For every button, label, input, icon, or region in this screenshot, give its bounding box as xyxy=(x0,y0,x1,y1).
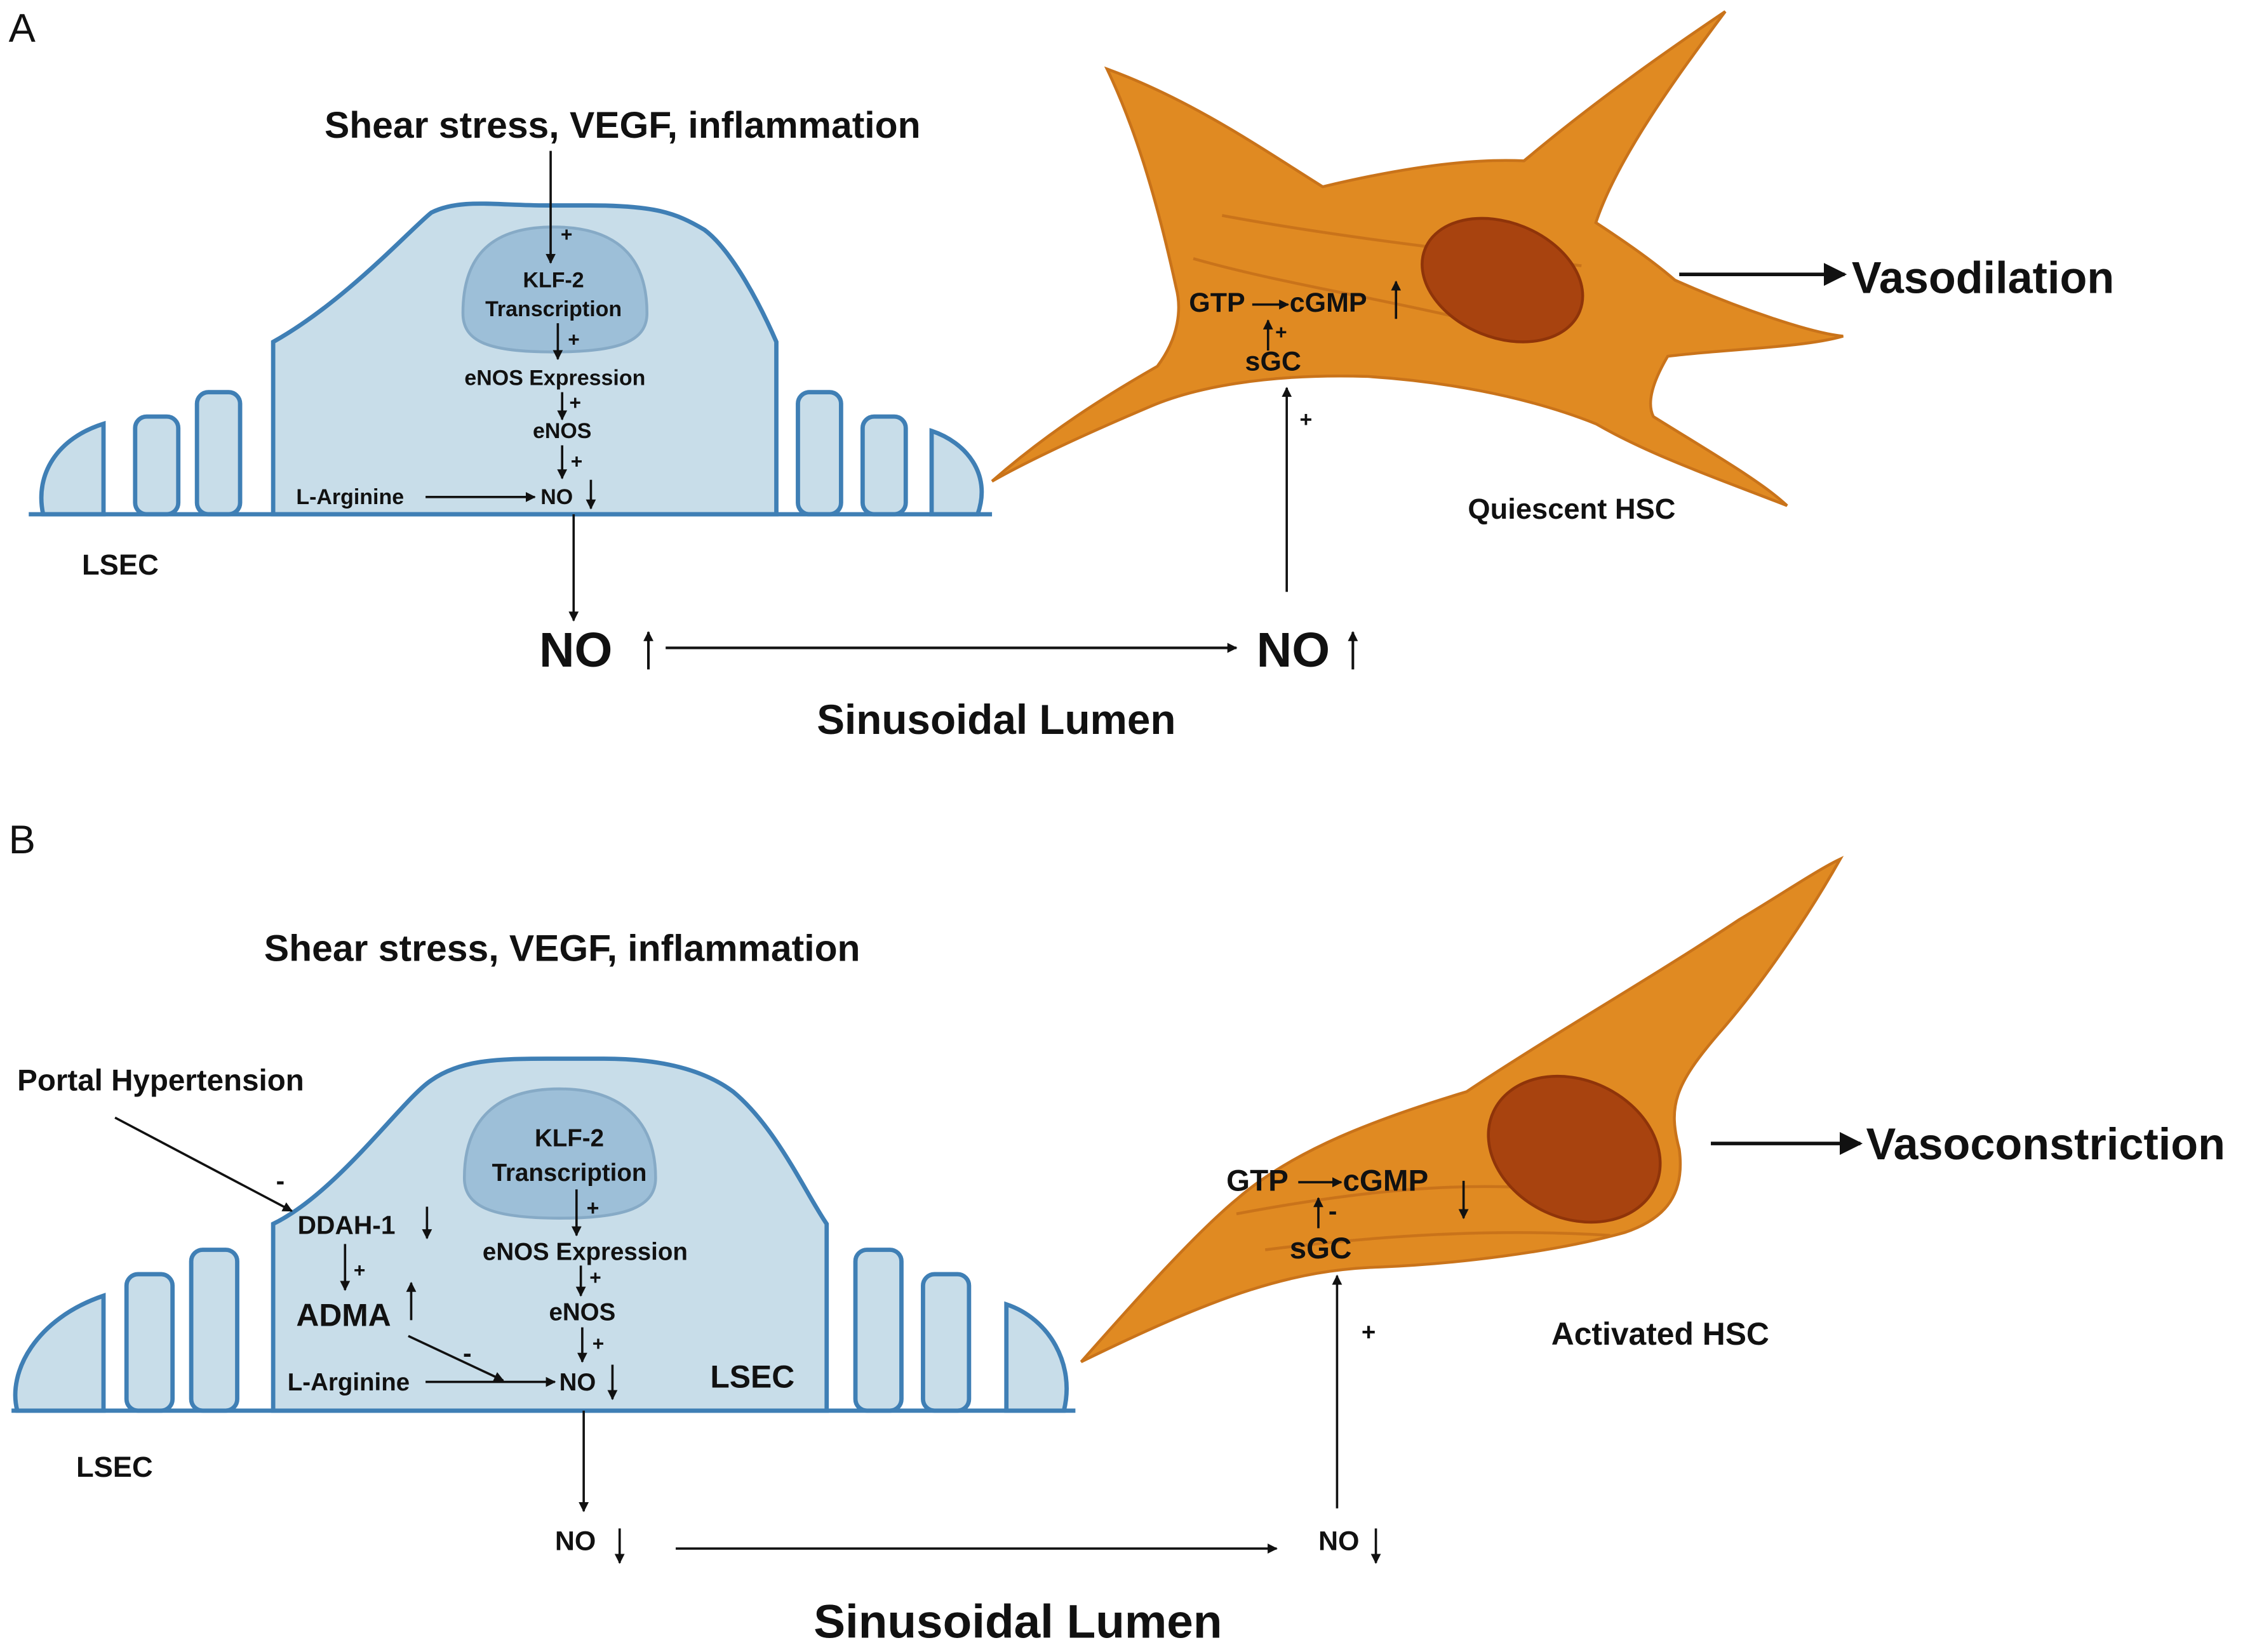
lsec-tab xyxy=(13,1293,106,1413)
lsec-cell-a xyxy=(29,201,993,517)
cgmp-a: cGMP xyxy=(1290,288,1367,318)
sgc-b: sGC xyxy=(1290,1232,1352,1265)
ddah1-label: DDAH-1 xyxy=(298,1211,396,1240)
lsec-label-b: LSEC xyxy=(76,1451,153,1483)
plus-sign: + xyxy=(1275,321,1287,343)
enos-b: eNOS xyxy=(549,1298,615,1326)
no-left-b: NO xyxy=(555,1526,596,1556)
lsec-label-a: LSEC xyxy=(82,549,159,581)
lsec-cell-b xyxy=(11,1056,1076,1413)
plus-sign: + xyxy=(593,1332,605,1355)
gtp-b: GTP xyxy=(1226,1164,1289,1198)
lsec-tab xyxy=(39,420,106,517)
arrow-portal-ddah xyxy=(114,1116,293,1212)
panel-b-label: B xyxy=(9,818,36,862)
enos-expression-a: eNOS Expression xyxy=(464,366,645,390)
klf2-label-a: KLF-2 xyxy=(523,269,584,293)
lumen-label-a: Sinusoidal Lumen xyxy=(817,696,1175,743)
lsec-tab xyxy=(124,1272,175,1413)
lsec-tab xyxy=(860,414,908,517)
no-inside-a: NO xyxy=(540,485,573,509)
hsc-body-b xyxy=(1080,856,1844,1363)
minus-sign: - xyxy=(1329,1196,1337,1225)
plus-sign: + xyxy=(1362,1319,1376,1346)
outcome-a: Vasodilation xyxy=(1852,253,2114,303)
minus-sign: - xyxy=(463,1338,472,1368)
plus-sign: + xyxy=(1300,408,1313,432)
lsec-tab xyxy=(1004,1301,1069,1413)
enos-a: eNOS xyxy=(533,419,591,443)
plus-sign: + xyxy=(570,391,582,414)
stimulus-a: Shear stress, VEGF, inflammation xyxy=(325,105,921,146)
hsc-cell-a xyxy=(991,10,1844,507)
hsc-fiber xyxy=(1264,1231,1610,1251)
plus-sign: + xyxy=(354,1258,366,1281)
cgmp-b: cGMP xyxy=(1343,1164,1428,1198)
lsec-tab xyxy=(853,1248,904,1413)
no-left-a: NO xyxy=(539,623,612,677)
panel-a: A Shear stress, VEGF, inflammation + KLF… xyxy=(9,6,2115,743)
lsec-body-b xyxy=(271,1056,829,1413)
stimulus-b: Shear stress, VEGF, inflammation xyxy=(264,928,860,969)
panel-a-label: A xyxy=(9,6,36,51)
l-arginine-a: L-Arginine xyxy=(296,485,404,509)
adma-label: ADMA xyxy=(296,1297,391,1333)
minus-sign: - xyxy=(276,1166,285,1195)
portal-hypertension: Portal Hypertension xyxy=(17,1063,304,1097)
lsec-nucleus-a xyxy=(461,225,649,354)
hsc-cell-b xyxy=(1080,856,1844,1363)
plus-sign: + xyxy=(587,1196,599,1220)
lsec-nucleus-b xyxy=(462,1087,657,1220)
no-inside-b: NO xyxy=(559,1369,596,1396)
plus-sign: + xyxy=(568,328,580,350)
lsec-inner-label-b: LSEC xyxy=(710,1359,794,1395)
hsc-nucleus-a xyxy=(1421,216,1584,343)
arrow-adma-no xyxy=(408,1335,504,1382)
gtp-a: GTP xyxy=(1189,288,1245,318)
hsc-nucleus-b xyxy=(1487,1074,1662,1224)
outcome-b: Vasoconstriction xyxy=(1866,1119,2225,1169)
transcription-label-b: Transcription xyxy=(492,1159,647,1187)
l-arginine-b: L-Arginine xyxy=(288,1369,410,1396)
plus-sign: + xyxy=(561,223,573,246)
enos-expression-b: eNOS Expression xyxy=(483,1238,688,1265)
lsec-tab xyxy=(194,390,243,517)
hsc-label-a: Quiescent HSC xyxy=(1468,493,1675,525)
sgc-a: sGC xyxy=(1245,347,1301,377)
lsec-body-a xyxy=(271,201,779,517)
transcription-label-a: Transcription xyxy=(485,297,622,321)
plus-sign: + xyxy=(571,450,583,473)
klf2-label-b: KLF-2 xyxy=(535,1125,604,1152)
lsec-tab xyxy=(189,1248,239,1413)
no-right-a: NO xyxy=(1257,623,1330,677)
hsc-label-b: Activated HSC xyxy=(1551,1316,1769,1352)
lsec-tab xyxy=(796,390,843,517)
lsec-tab xyxy=(929,428,984,517)
hsc-body-a xyxy=(991,10,1844,507)
lsec-tab xyxy=(921,1272,972,1413)
no-right-b: NO xyxy=(1318,1526,1360,1556)
lumen-label-b: Sinusoidal Lumen xyxy=(814,1594,1222,1648)
plus-sign: + xyxy=(589,1266,601,1289)
panel-b: B Shear stress, VEGF, inflammation Porta… xyxy=(9,818,2225,1648)
lsec-tab xyxy=(133,414,181,517)
